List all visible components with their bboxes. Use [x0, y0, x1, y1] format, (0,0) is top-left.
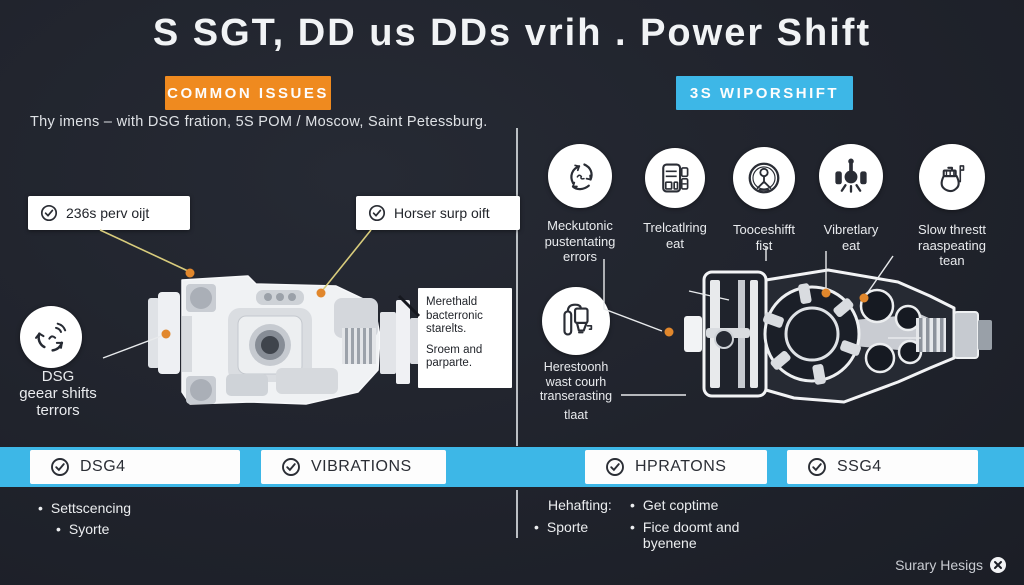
dsg-errors-icon-circle	[20, 306, 82, 368]
center-divider	[516, 128, 518, 446]
bar-box-ssg4: SSG4	[787, 450, 978, 484]
icon-label-slow-threstt: Slow threstt raaspeating tean	[918, 222, 986, 268]
wiporshift-badge: 3S WIPORSHIFT	[676, 76, 853, 110]
badge-person-icon	[748, 162, 780, 194]
credit-logo-icon	[990, 557, 1006, 573]
bar-box-vibrations: VIBRATIONS	[261, 450, 446, 484]
icon-label-trelcatlring: Trelcatlring eat	[643, 220, 707, 251]
wiporshift-label: 3S WIPORSHIFT	[689, 84, 840, 102]
center-divider-lower	[516, 490, 518, 538]
callout-label: 236s perv oijt	[66, 205, 150, 221]
footer-right-heading: Hehafting:	[548, 497, 612, 513]
icon-label-herestoonh: Herestoonh wast courh transerasting tlaa…	[539, 360, 613, 422]
bullet-dot	[630, 497, 635, 513]
callout-box-right: Horser surp oift	[356, 196, 520, 230]
page-title: S SGT, DD us DDs vrih . Power Shift	[152, 12, 872, 54]
oil-can-icon	[940, 165, 965, 193]
vibration-icon-circle	[819, 144, 883, 208]
bullet-dot	[38, 500, 43, 516]
common-issues-label: COMMON ISSUES	[167, 84, 329, 102]
rotation-signal-icon	[35, 322, 67, 352]
cycle-arrows-icon	[570, 163, 593, 191]
mechatronic-errors-icon-circle	[548, 144, 612, 208]
check-circle-icon	[368, 204, 386, 222]
check-circle-icon	[51, 458, 69, 476]
bullet-dot	[534, 519, 539, 535]
bar-box-dsg4: DSG4	[30, 450, 240, 484]
footer-right-bullet-sporte: Sporte	[534, 519, 588, 535]
callout-box-left: 236s perv oijt	[28, 196, 190, 230]
check-circle-icon	[808, 458, 826, 476]
vibration-mechanism-icon	[835, 158, 867, 193]
callout-label: Horser surp oift	[394, 205, 490, 221]
footer-right-bullet-coptime: Get coptime	[630, 497, 770, 513]
oil-icon-circle	[919, 144, 985, 210]
subtitle: Thy imens – with DSG fration, 5S POM / M…	[30, 114, 488, 130]
footer-right-bullet-fice: Fice doomt and byenene	[630, 519, 754, 551]
credit-text: Surary Hesigs	[895, 557, 983, 573]
icon-label-mechatronic: Meckutonic pustentating errors	[544, 218, 616, 264]
bar-label: SSG4	[837, 458, 882, 475]
footer-left-bullet-1: Settscencing	[38, 500, 131, 516]
common-issues-badge: COMMON ISSUES	[165, 76, 331, 110]
check-circle-icon	[282, 458, 300, 476]
note-line: Merethald bacterronic starelts.	[426, 296, 483, 335]
bullet-dot	[56, 521, 61, 537]
icon-label-vibretlary: Vibretlary eat	[823, 222, 879, 253]
pump-icon	[563, 303, 593, 336]
check-circle-icon	[40, 204, 58, 222]
bar-box-hpratons: HPRATONS	[585, 450, 767, 484]
note-line: Sroem and parparte.	[426, 343, 483, 370]
bullet-dot	[630, 519, 635, 551]
icon-label-tooceshifft: Tooceshifft fist	[733, 222, 795, 253]
check-circle-icon	[606, 458, 624, 476]
powershift-transmission-illustration	[684, 268, 992, 404]
control-module-icon	[662, 163, 689, 193]
shift-badge-icon-circle	[733, 147, 795, 209]
dsg-errors-label: DSG geear shifts terrors	[19, 368, 97, 419]
bar-label: VIBRATIONS	[311, 458, 412, 475]
footer-left-bullet-2: Syorte	[56, 521, 109, 537]
dsg-transmission-illustration	[148, 275, 422, 405]
pump-icon-circle	[542, 287, 610, 355]
bar-label: DSG4	[80, 458, 126, 475]
control-module-icon-circle	[645, 148, 705, 208]
note-box: Merethald bacterronic starelts. Sroem an…	[418, 288, 512, 388]
credit: Surary Hesigs	[856, 557, 1006, 573]
bar-label: HPRATONS	[635, 458, 727, 475]
